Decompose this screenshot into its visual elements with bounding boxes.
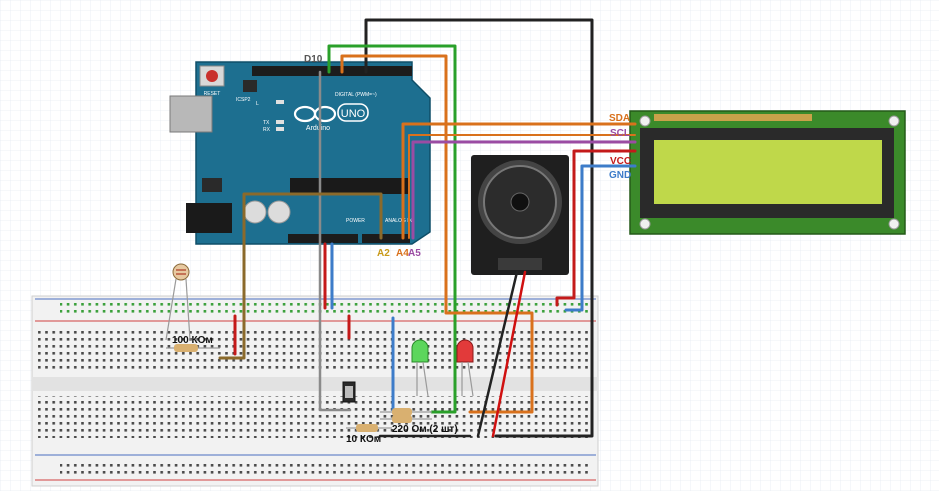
uno-badge	[337, 103, 369, 122]
label-resistor-100k: 100 КОм	[172, 335, 213, 346]
photoresistor-leg-right	[185, 278, 191, 341]
label-vcc: VCC	[610, 156, 631, 167]
arduino-pcb	[195, 61, 431, 245]
label-a5: A5	[408, 248, 421, 259]
lcd-pin-header	[654, 114, 812, 121]
voltage-regulator	[202, 178, 222, 192]
wire-orange-sda	[401, 122, 637, 240]
arduino-logo: UNO Arduino	[293, 103, 369, 132]
power-header	[288, 234, 358, 243]
pushbutton-cap	[345, 386, 353, 398]
resistors-220	[380, 408, 432, 423]
led-green	[411, 339, 429, 397]
led-green-leg-2	[422, 361, 429, 397]
logo-right-loop	[313, 105, 337, 123]
wire-grey-d10	[318, 70, 352, 412]
resistor-100k	[166, 344, 220, 352]
reset-button-cap	[206, 70, 218, 82]
speaker-dust-cap	[510, 192, 530, 212]
wire-purple-scl	[411, 140, 637, 240]
label-resistor-10k: 10 КОм	[346, 434, 381, 445]
led-red-body	[456, 339, 474, 363]
arduino-board: RESET ICSP2 DIGITAL (PWM=~) UNO Arduino …	[169, 61, 431, 245]
label-resistor-220: 220 Ом (2 шт)	[392, 424, 458, 435]
analog-label: ANALOG IN	[385, 218, 413, 224]
lcd-screen	[654, 140, 882, 204]
speaker-lead-black	[476, 270, 519, 438]
labels: D10 A2 A4 A5 SDA SCL VCC GND 100 КОм 220…	[172, 54, 631, 445]
wire-blue-gnd	[564, 164, 637, 312]
bottom-rail-holes	[60, 460, 590, 474]
icsp-header	[243, 80, 257, 92]
wire-orange-led	[340, 54, 534, 414]
breadboard-center-gap	[32, 377, 598, 391]
arduino-brand: Arduino	[306, 125, 330, 132]
speaker-lead-red	[491, 270, 527, 438]
digital-header	[252, 66, 412, 76]
label-scl: SCL	[610, 128, 630, 139]
led-tx-label: TX	[263, 120, 270, 126]
led-red	[456, 339, 474, 397]
resistor-10k-body	[356, 424, 378, 432]
lower-terminal-holes	[38, 396, 590, 438]
reset-label: RESET	[204, 91, 221, 97]
led-rx-label: RX	[263, 127, 271, 133]
resistor-100k-body	[174, 344, 198, 352]
label-gnd: GND	[609, 170, 631, 181]
capacitor-right	[267, 200, 291, 224]
uno-text: UNO	[341, 108, 366, 120]
lcd-mount-hole-tl	[639, 115, 651, 127]
breadboard	[31, 295, 599, 487]
resistor-220-a-body	[392, 408, 412, 416]
icsp-label: ICSP2	[236, 97, 251, 103]
wire-green-led	[327, 44, 457, 414]
led-red-leg-2	[467, 361, 474, 397]
capacitor-left	[243, 200, 267, 224]
lcd-mount-hole-br	[888, 218, 900, 230]
led-l-label: L	[256, 101, 259, 107]
speaker	[471, 155, 569, 275]
digital-label: DIGITAL (PWM=~)	[335, 92, 377, 98]
pushbutton	[342, 381, 356, 403]
wire-orange-scl-extra	[408, 134, 636, 239]
lcd-module	[629, 110, 906, 235]
resistor-220-b-body	[392, 415, 412, 423]
wire-brown-a2	[218, 192, 383, 360]
photoresistor-track	[176, 269, 186, 275]
atmega-chip	[290, 178, 408, 194]
power-jack	[186, 203, 232, 233]
wire-red-vcc	[555, 149, 637, 307]
photoresistor-head	[172, 263, 190, 281]
label-d10: D10	[304, 54, 323, 65]
analog-header	[362, 234, 410, 243]
lcd-mount-hole-tr	[888, 115, 900, 127]
wires	[218, 18, 637, 438]
label-a4: A4	[396, 248, 409, 259]
led-rx	[276, 127, 284, 131]
led-tx	[276, 120, 284, 124]
label-sda: SDA	[609, 113, 630, 124]
speaker-terminal	[498, 258, 542, 270]
power-label: POWER	[346, 218, 365, 224]
photoresistor-leg-left	[165, 278, 177, 341]
photoresistor	[165, 263, 191, 341]
usb-connector	[169, 95, 213, 133]
resistor-10k	[346, 424, 392, 432]
wire-black-gnd	[364, 18, 594, 438]
label-a2: A2	[377, 248, 390, 259]
led-green-body	[411, 339, 429, 363]
led-l	[276, 100, 284, 104]
lcd-mount-hole-bl	[639, 218, 651, 230]
